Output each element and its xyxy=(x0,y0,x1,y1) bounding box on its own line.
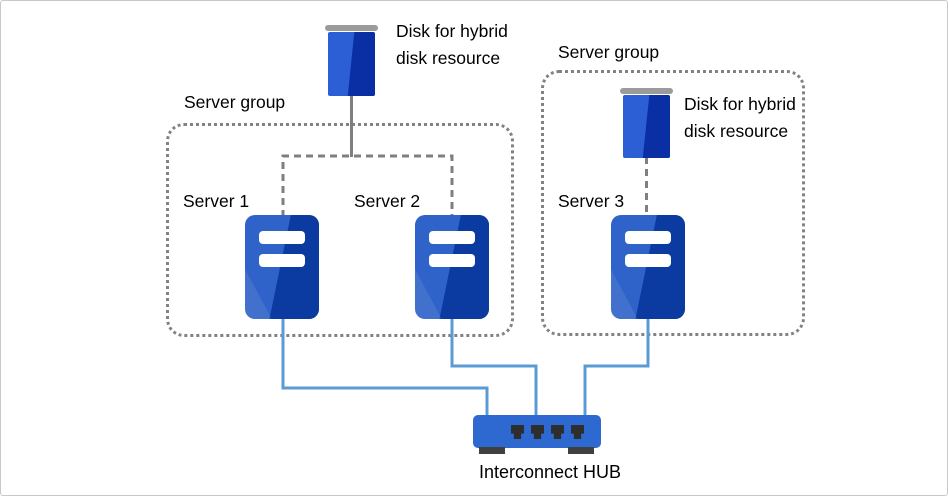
hub-icon xyxy=(473,415,601,454)
disk-icon xyxy=(325,25,378,96)
hub-label: Interconnect HUB xyxy=(478,462,622,482)
disk-shading xyxy=(347,32,375,96)
hub-port xyxy=(551,425,564,439)
disk-shading xyxy=(642,95,670,158)
server1-to-hub-line xyxy=(281,318,489,417)
group2-disk-label: Disk for hybrid disk resource xyxy=(684,94,796,141)
server2-to-hub-line xyxy=(450,318,538,417)
server3-to-hub-line xyxy=(583,318,650,417)
server-icon xyxy=(245,215,319,319)
server-slot xyxy=(259,231,305,244)
external-disk-label: Disk for hybrid disk resource xyxy=(396,21,508,68)
server-group-2-label: Server group xyxy=(558,42,660,62)
server-icon xyxy=(611,215,685,319)
server-group-1-box xyxy=(166,123,514,337)
disk-cap xyxy=(620,88,673,94)
hub-foot xyxy=(479,447,505,454)
server-slot xyxy=(625,254,671,267)
hub-port xyxy=(571,425,584,439)
server-2-label: Server 2 xyxy=(354,191,421,211)
server-slot xyxy=(625,231,671,244)
server-3-label: Server 3 xyxy=(558,191,625,211)
server-group-2-box xyxy=(541,70,805,336)
disk1-to-servers-dashed-line xyxy=(281,154,454,217)
hub-foot xyxy=(568,447,594,454)
disk-icon xyxy=(620,88,673,158)
disk-cap xyxy=(325,25,378,31)
server-group-1-label: Server group xyxy=(184,92,286,112)
server-icon xyxy=(415,215,489,319)
server-slot xyxy=(429,231,475,244)
hub-port xyxy=(531,425,544,439)
server-slot xyxy=(259,254,305,267)
hub-port xyxy=(511,425,524,439)
server-1-label: Server 1 xyxy=(183,191,250,211)
server-slot xyxy=(429,254,475,267)
